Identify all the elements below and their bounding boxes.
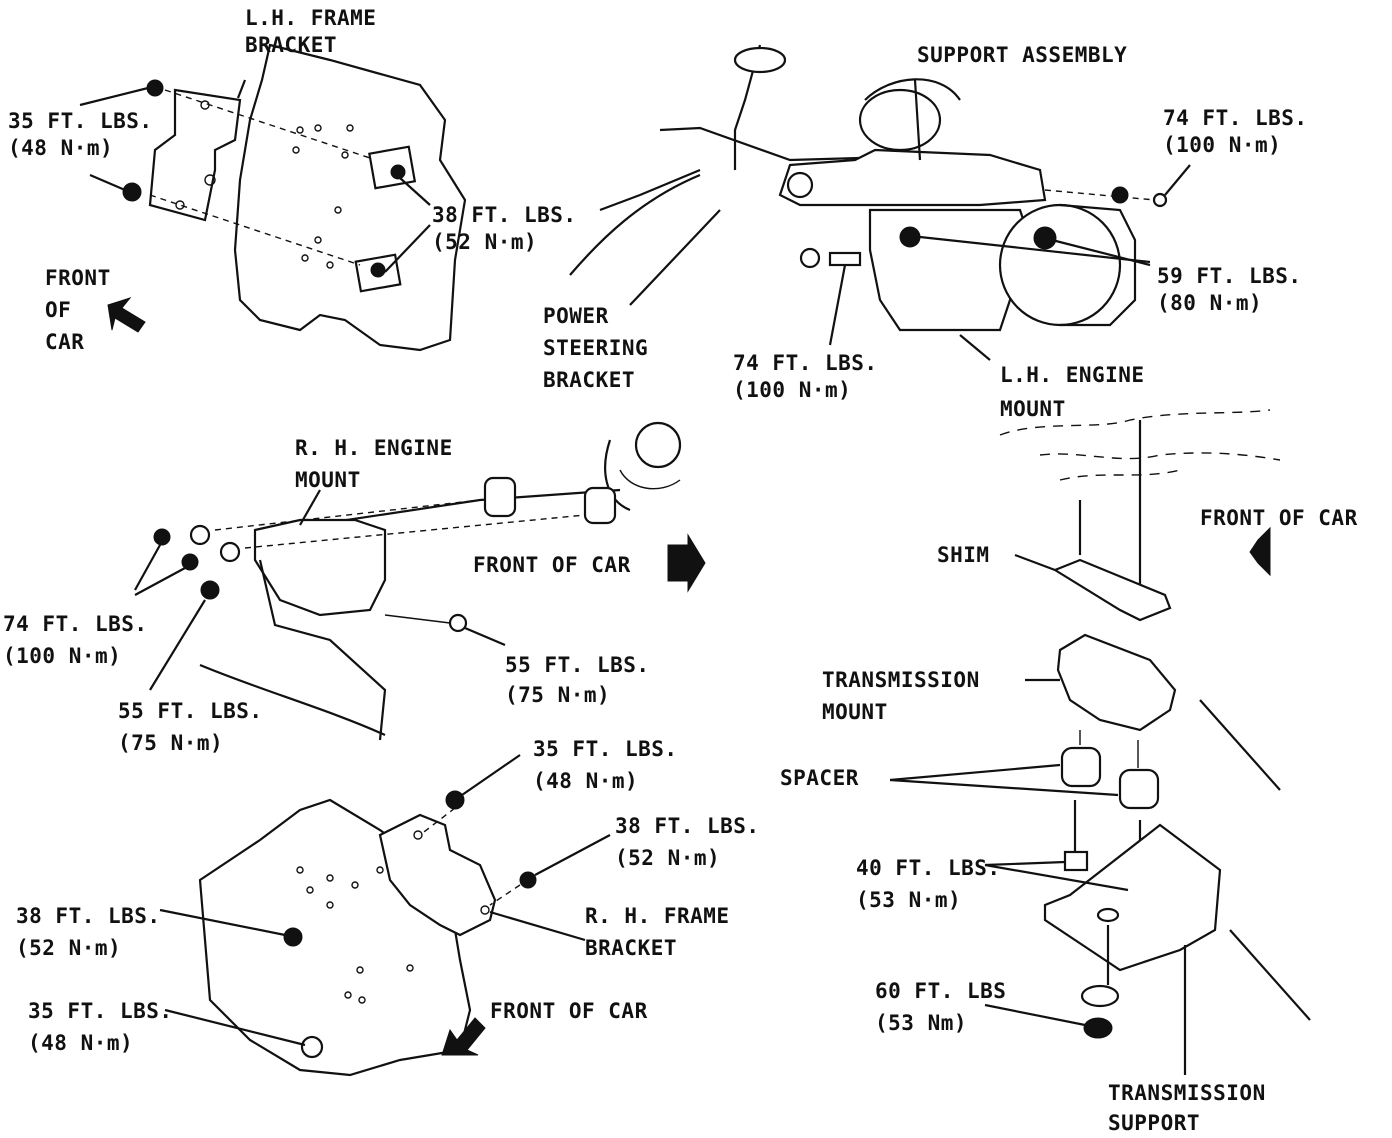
rh-frame-bracket-view	[159, 754, 611, 1077]
power-steering-leader	[629, 209, 721, 306]
mid-55-left-ftlbs-label: 55 FT. LBS.(75 N·m)	[118, 699, 263, 755]
tr-60-ftlbs-label: 60 FT. LBS(53 Nm)	[875, 979, 1007, 1035]
rh-frame-bracket-part	[378, 813, 497, 937]
tr-74-top-ftlbs-label: 74 FT. LBS.(100 N·m)	[1163, 106, 1308, 157]
bl-35-top-leader	[461, 754, 521, 796]
support-assembly-label: SUPPORT ASSEMBLY	[917, 43, 1128, 67]
tr-74-top-leader	[1164, 164, 1191, 196]
bl-35-left-leader	[164, 1008, 306, 1047]
shim-part	[1052, 558, 1172, 622]
rh-engine-mount-view	[134, 421, 706, 741]
tr-40-leader-a	[984, 860, 1066, 867]
lh-frame-leader	[236, 79, 247, 99]
transmission-mount-part	[1056, 633, 1177, 732]
support-assembly-part	[778, 148, 1047, 207]
tr-59-leader-a	[919, 235, 1151, 264]
shim-leader	[1014, 553, 1056, 572]
mid-55-right-leader	[464, 626, 506, 647]
shim-label: SHIM	[937, 543, 990, 567]
bl-35-left-ftlbs-label: 35 FT. LBS.(48 N·m)	[28, 999, 173, 1055]
lh-frame-bracket-view	[79, 43, 467, 352]
tl-35-bottom-leader	[89, 173, 126, 192]
tl-38-leader-a	[399, 177, 431, 206]
tr-59-ftlbs-label: 59 FT. LBS.(80 N·m)	[1157, 264, 1302, 315]
tr-60-leader	[984, 1003, 1086, 1027]
transmission-mount-view	[889, 409, 1311, 1075]
front-arrow-icon	[667, 533, 706, 593]
tl-38-leader-b	[384, 224, 431, 273]
tr-40-ftlbs-label: 40 FT. LBS.(53 N·m)	[856, 856, 1001, 912]
rh-engine-mount-leader	[299, 489, 321, 526]
mid-74-leader-a	[134, 544, 161, 591]
right-front-of-car-label: FRONT OF CAR	[1200, 506, 1358, 530]
mid-74-leader-b	[134, 567, 186, 596]
front-arrow-icon	[441, 1017, 486, 1056]
bl-38-right-leader	[534, 834, 611, 876]
mid-front-of-car-label: FRONT OF CAR	[473, 553, 631, 577]
spacer-leader-a	[889, 763, 1061, 782]
mid-55-right-ftlbs-label: 55 FT. LBS.(75 N·m)	[505, 653, 650, 707]
bl-38-left-leader	[159, 908, 286, 937]
tl-35-ftlbs-label: 35 FT. LBS.(48 N·m)	[8, 109, 153, 160]
mid-74-ftlbs-label: 74 FT. LBS.(100 N·m)	[3, 612, 148, 668]
transmission-support-part	[1043, 823, 1222, 972]
lh-frame-bracket-part	[148, 88, 242, 222]
bl-38-right-ftlbs-label: 38 FT. LBS.(52 N·m)	[615, 814, 760, 870]
bl-38-left-ftlbs-label: 38 FT. LBS.(52 N·m)	[16, 904, 161, 960]
support-assembly-leader	[913, 79, 922, 161]
spacer-label: SPACER	[780, 766, 859, 790]
tr-59-leader-b	[1051, 238, 1151, 267]
bl-front-of-car-label: FRONT OF CAR	[490, 999, 648, 1023]
tr-40-leader-b	[984, 863, 1129, 892]
tr-74-bottom-leader	[828, 264, 847, 346]
front-arrow-icon	[107, 297, 146, 333]
mid-55-left-leader	[149, 599, 206, 691]
lh-engine-mount-leader	[959, 334, 991, 361]
front-arrow-icon	[1249, 526, 1271, 577]
lh-engine-mount-view	[569, 44, 1191, 361]
spacer-leader-b	[889, 778, 1119, 797]
tr-74-bottom-ftlbs-label: 74 FT. LBS.(100 N·m)	[733, 351, 878, 402]
rh-frame-bracket-leader	[489, 910, 586, 942]
bl-35-top-ftlbs-label: 35 FT. LBS.(48 N·m)	[533, 737, 678, 793]
rh-engine-mount-part	[253, 518, 387, 617]
tl-38-ftlbs-label: 38 FT. LBS.(52 N·m)	[432, 203, 577, 254]
tl-35-top-leader	[79, 86, 149, 107]
